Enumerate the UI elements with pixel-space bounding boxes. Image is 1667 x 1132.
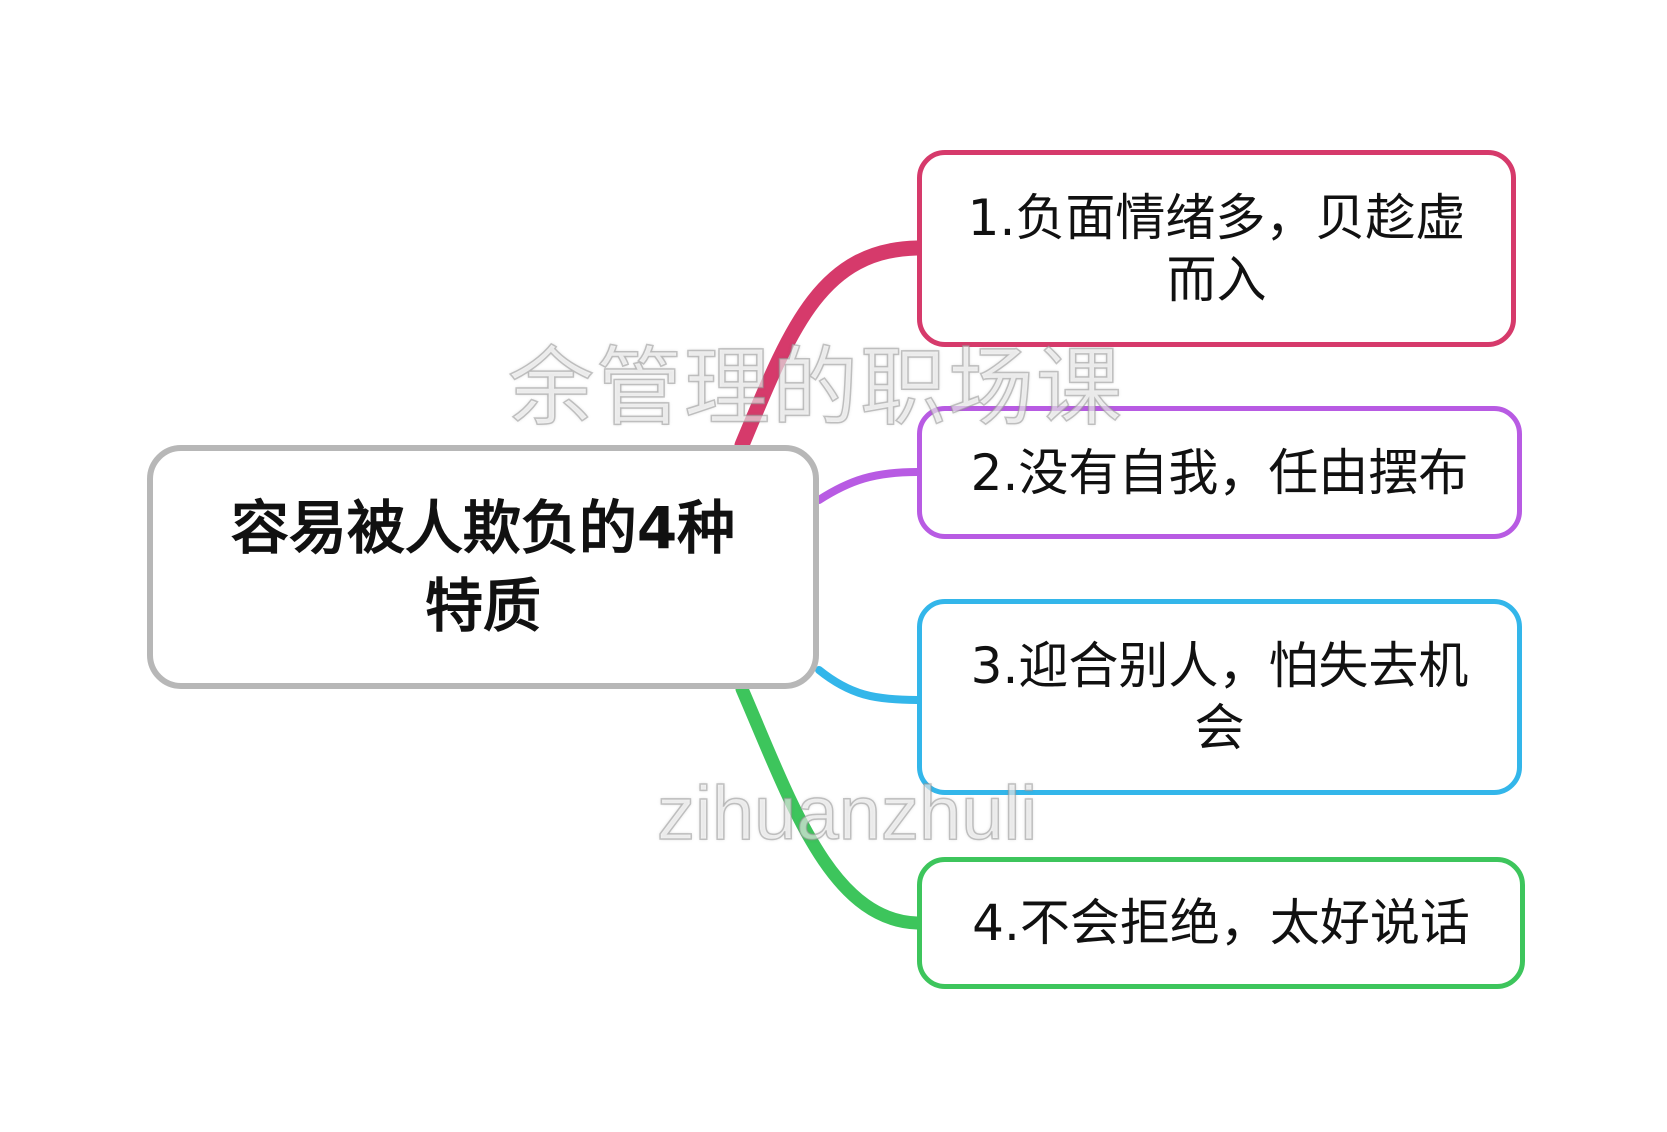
branch-node-1: 1.负面情绪多，贝趁虚而入 [917,150,1516,347]
connector-branch-3 [815,666,921,704]
connector-branch-4 [735,682,924,930]
branch-node-3: 3.迎合别人，怕失去机会 [917,599,1522,795]
branch-node-2: 2.没有自我，任由摆布 [917,406,1522,539]
branch-node-4: 4.不会拒绝，太好说话 [917,857,1525,989]
connector-branch-1 [734,240,925,453]
root-label: 容易被人欺负的4种特质 [230,494,736,640]
connector-branch-2 [815,468,921,504]
branch-label-3: 3.迎合别人，怕失去机会 [970,637,1469,757]
root-node: 容易被人欺负的4种特质 [147,445,819,689]
branch-label-2: 2.没有自我，任由摆布 [970,443,1469,502]
branch-label-1: 1.负面情绪多，贝趁虚而入 [967,188,1466,309]
branch-label-4: 4.不会拒绝，太好说话 [972,894,1470,952]
